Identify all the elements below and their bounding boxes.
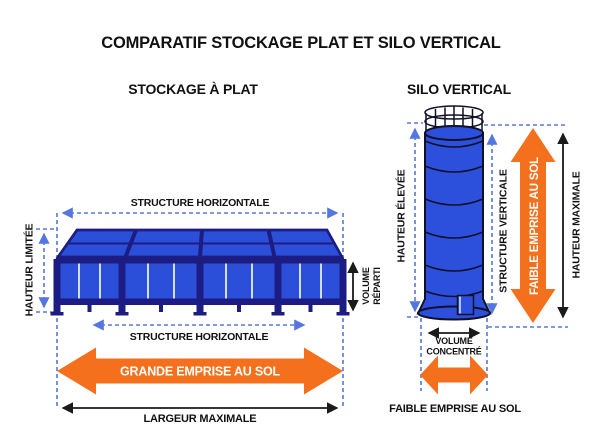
page-title: COMPARATIF STOCKAGE PLAT ET SILO VERTICA… bbox=[101, 34, 501, 52]
silo-footprint-bottom-label: FAIBLE EMPRISE AU SOL bbox=[389, 403, 521, 415]
silo-volume-label-line1: VOLUME bbox=[435, 336, 472, 346]
flat-footprint-arrow bbox=[57, 347, 343, 395]
silo-footprint-arrow-vertical bbox=[510, 128, 556, 323]
silo-hauteur-label: HAUTEUR ÉLEVÉE bbox=[395, 169, 408, 262]
flat-storage-illustration bbox=[50, 228, 350, 316]
flat-structure-top-label: STRUCTURE HORIZONTALE bbox=[131, 197, 270, 209]
flat-volume-label-line2: RÉPARTI bbox=[372, 267, 382, 304]
silo-illustration bbox=[416, 105, 492, 321]
silo-hauteur-max-label: HAUTEUR MAXIMALE bbox=[571, 171, 583, 278]
silo-footprint-arrow-horizontal bbox=[420, 355, 488, 395]
silo-volume-label-line2: CONCENTRÉ bbox=[426, 347, 481, 357]
silo-footprint-vertical-label: FAIBLE EMPRISE AU SOL bbox=[529, 157, 541, 295]
silo-section-heading: SILO VERTICAL bbox=[407, 81, 512, 97]
silo-structure-label: STRUCTURE VERTICALE bbox=[498, 169, 510, 293]
silo-dashed-guides bbox=[407, 122, 568, 391]
flat-structure-bottom-label: STRUCTURE HORIZONTALE bbox=[130, 331, 269, 343]
flat-section-heading: STOCKAGE À PLAT bbox=[128, 81, 258, 97]
flat-hauteur-label: HAUTEUR LIMITÉE bbox=[23, 223, 36, 316]
flat-volume-label-line1: VOLUME bbox=[361, 267, 371, 304]
flat-largeur-label: LARGEUR MAXIMALE bbox=[144, 413, 257, 425]
flat-footprint-label: GRANDE EMPRISE AU SOL bbox=[120, 365, 281, 379]
